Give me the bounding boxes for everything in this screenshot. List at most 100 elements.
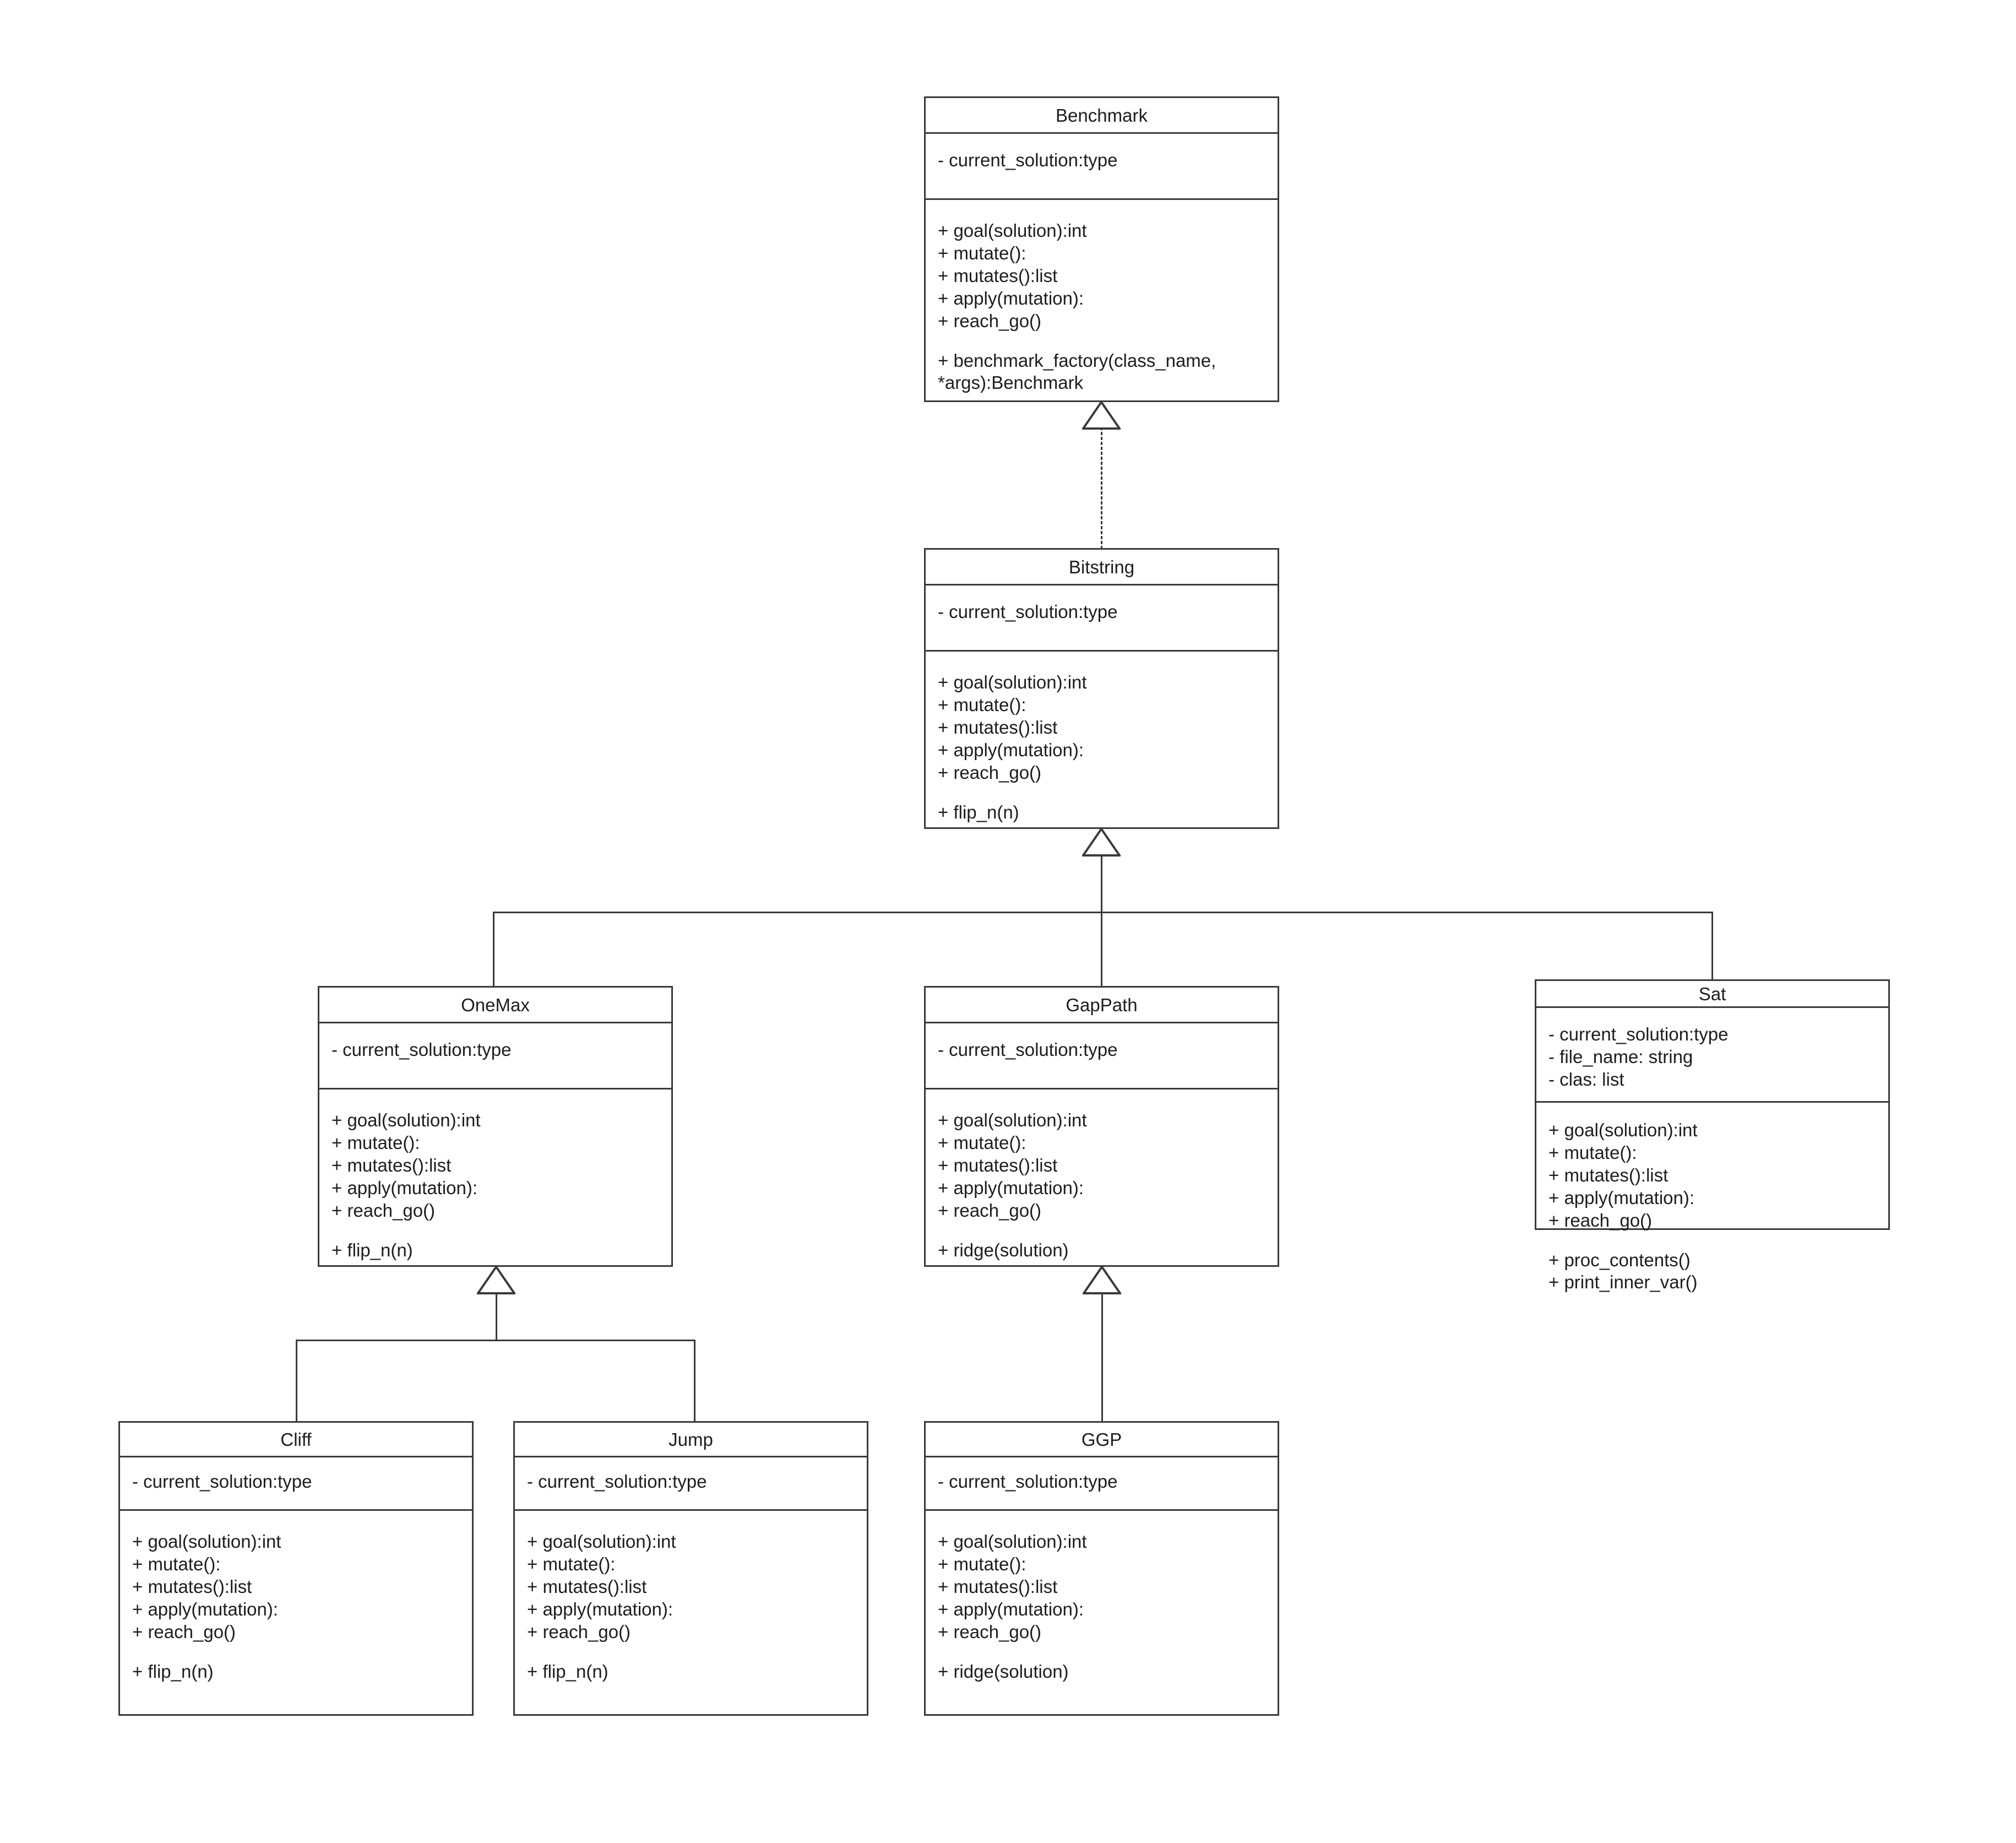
method-row: + mutates():list (1548, 1164, 1669, 1185)
method-row: + mutates():list (938, 1154, 1058, 1175)
connector-trunk-onemax-children (296, 1340, 695, 1341)
method-row: + mutate(): (527, 1553, 616, 1574)
connector-branch-cliff (296, 1340, 297, 1422)
method-row: + goal(solution):int (332, 1110, 481, 1130)
method-row: + ridge(solution) (938, 1661, 1069, 1682)
method-separator (1548, 1232, 1876, 1249)
method-row: + benchmark_factory(class_name, *args):B… (938, 350, 1216, 393)
method-row: + apply(mutation): (938, 739, 1084, 760)
method-row: + goal(solution):int (938, 672, 1087, 692)
hollow-triangle-gappath (1083, 1266, 1121, 1294)
method-row: + flip_n(n) (132, 1661, 214, 1682)
method-row: + flip_n(n) (332, 1239, 413, 1260)
connector-stem-onemax (496, 1292, 497, 1341)
class-name-jump: Jump (515, 1423, 867, 1457)
attribute-row: - current_solution:type (332, 1039, 512, 1060)
attribute-row: - clas: list (1548, 1069, 1624, 1089)
method-row: + reach_go() (132, 1621, 236, 1642)
method-row: + goal(solution):int (938, 1531, 1087, 1552)
method-row: + mutates():list (527, 1576, 647, 1597)
hollow-triangle-bitstring (1082, 828, 1121, 857)
class-attributes-ggp: - current_solution:type (926, 1457, 1278, 1511)
attribute-row: - current_solution:type (938, 1471, 1118, 1492)
method-separator (938, 333, 1265, 350)
class-methods-sat: + goal(solution):int + mutate(): + mutat… (1536, 1103, 1888, 1306)
attribute-row: - file_name: string (1548, 1046, 1693, 1067)
method-row: + reach_go() (938, 762, 1042, 783)
method-row: + reach_go() (938, 310, 1042, 331)
method-row: + reach_go() (332, 1200, 436, 1221)
method-separator (938, 784, 1265, 801)
attribute-row: - current_solution:type (938, 150, 1118, 170)
method-row: + goal(solution):int (938, 1110, 1087, 1130)
method-separator (938, 1644, 1265, 1661)
class-box-benchmark[interactable]: Benchmark - current_solution:type + goal… (924, 96, 1279, 402)
method-row: + apply(mutation): (938, 1598, 1084, 1619)
method-separator (527, 1644, 855, 1661)
method-row: + flip_n(n) (938, 801, 1019, 822)
connector-stem-bitstring (1101, 854, 1102, 913)
class-box-jump[interactable]: Jump - current_solution:type + goal(solu… (513, 1421, 868, 1716)
connector-branch-sat (1711, 912, 1713, 980)
connector-branch-gappath (1101, 912, 1102, 987)
class-attributes-bitstring: - current_solution:type (926, 586, 1278, 652)
method-row: + mutate(): (938, 1132, 1026, 1153)
class-methods-ggp: + goal(solution):int + mutate(): + mutat… (926, 1511, 1278, 1695)
class-attributes-jump: - current_solution:type (515, 1457, 867, 1511)
class-name-sat: Sat (1536, 981, 1888, 1008)
connector-bitstring-to-benchmark (1101, 427, 1102, 549)
class-name-benchmark: Benchmark (926, 98, 1278, 134)
method-row: + proc_contents() (1548, 1249, 1691, 1270)
connector-branch-jump (694, 1340, 695, 1422)
class-methods-cliff: + goal(solution):int + mutate(): + mutat… (120, 1511, 472, 1695)
class-name-cliff: Cliff (120, 1423, 472, 1457)
class-methods-gappath: + goal(solution):int + mutate(): + mutat… (926, 1089, 1278, 1273)
method-row: + goal(solution):int (938, 220, 1087, 241)
class-name-onemax: OneMax (319, 988, 671, 1023)
class-box-bitstring[interactable]: Bitstring - current_solution:type + goal… (924, 548, 1279, 829)
class-box-onemax[interactable]: OneMax - current_solution:type + goal(so… (318, 986, 673, 1267)
method-row: + apply(mutation): (1548, 1187, 1695, 1208)
method-row: + flip_n(n) (527, 1661, 608, 1682)
class-name-gappath: GapPath (926, 988, 1278, 1023)
class-attributes-gappath: - current_solution:type (926, 1023, 1278, 1089)
class-methods-benchmark: + goal(solution):int + mutate(): + mutat… (926, 200, 1278, 406)
class-box-cliff[interactable]: Cliff - current_solution:type + goal(sol… (118, 1421, 474, 1716)
class-name-bitstring: Bitstring (926, 550, 1278, 586)
method-row: + mutates():list (332, 1154, 452, 1175)
attribute-row: - current_solution:type (527, 1471, 707, 1492)
method-separator (132, 1644, 460, 1661)
class-box-sat[interactable]: Sat - current_solution:type - file_name:… (1535, 979, 1890, 1292)
method-row: + apply(mutation): (938, 1177, 1084, 1198)
method-row: + apply(mutation): (132, 1598, 279, 1619)
method-row: + mutate(): (938, 242, 1026, 263)
method-separator (332, 1222, 659, 1239)
method-row: + reach_go() (938, 1200, 1042, 1221)
class-box-ggp[interactable]: GGP - current_solution:type + goal(solut… (924, 1421, 1279, 1716)
method-row: + mutate(): (132, 1553, 221, 1574)
method-row: + mutate(): (938, 1553, 1026, 1574)
method-row: + print_inner_var() (1548, 1272, 1698, 1293)
method-row: + reach_go() (1548, 1210, 1653, 1231)
method-row: + mutate(): (1548, 1142, 1637, 1163)
class-box-gappath[interactable]: GapPath - current_solution:type + goal(s… (924, 986, 1279, 1267)
attribute-row: - current_solution:type (938, 1039, 1118, 1060)
method-row: + goal(solution):int (527, 1531, 676, 1552)
method-row: + reach_go() (938, 1621, 1042, 1642)
class-attributes-sat: - current_solution:type - file_name: str… (1536, 1008, 1888, 1103)
attribute-row: - current_solution:type (132, 1471, 312, 1492)
method-separator (938, 1222, 1265, 1239)
method-row: + mutates():list (938, 717, 1058, 738)
method-row: + goal(solution):int (1548, 1120, 1698, 1140)
attribute-row: - current_solution:type (1548, 1024, 1729, 1044)
method-row: + ridge(solution) (938, 1239, 1069, 1260)
class-methods-jump: + goal(solution):int + mutate(): + mutat… (515, 1511, 867, 1695)
method-row: + mutate(): (332, 1132, 420, 1153)
connector-branch-onemax (493, 912, 495, 987)
class-attributes-benchmark: - current_solution:type (926, 134, 1278, 200)
method-row: + mutate(): (938, 694, 1026, 715)
method-row: + apply(mutation): (938, 288, 1084, 308)
class-name-ggp: GGP (926, 1423, 1278, 1457)
method-row: + mutates():list (938, 265, 1058, 286)
